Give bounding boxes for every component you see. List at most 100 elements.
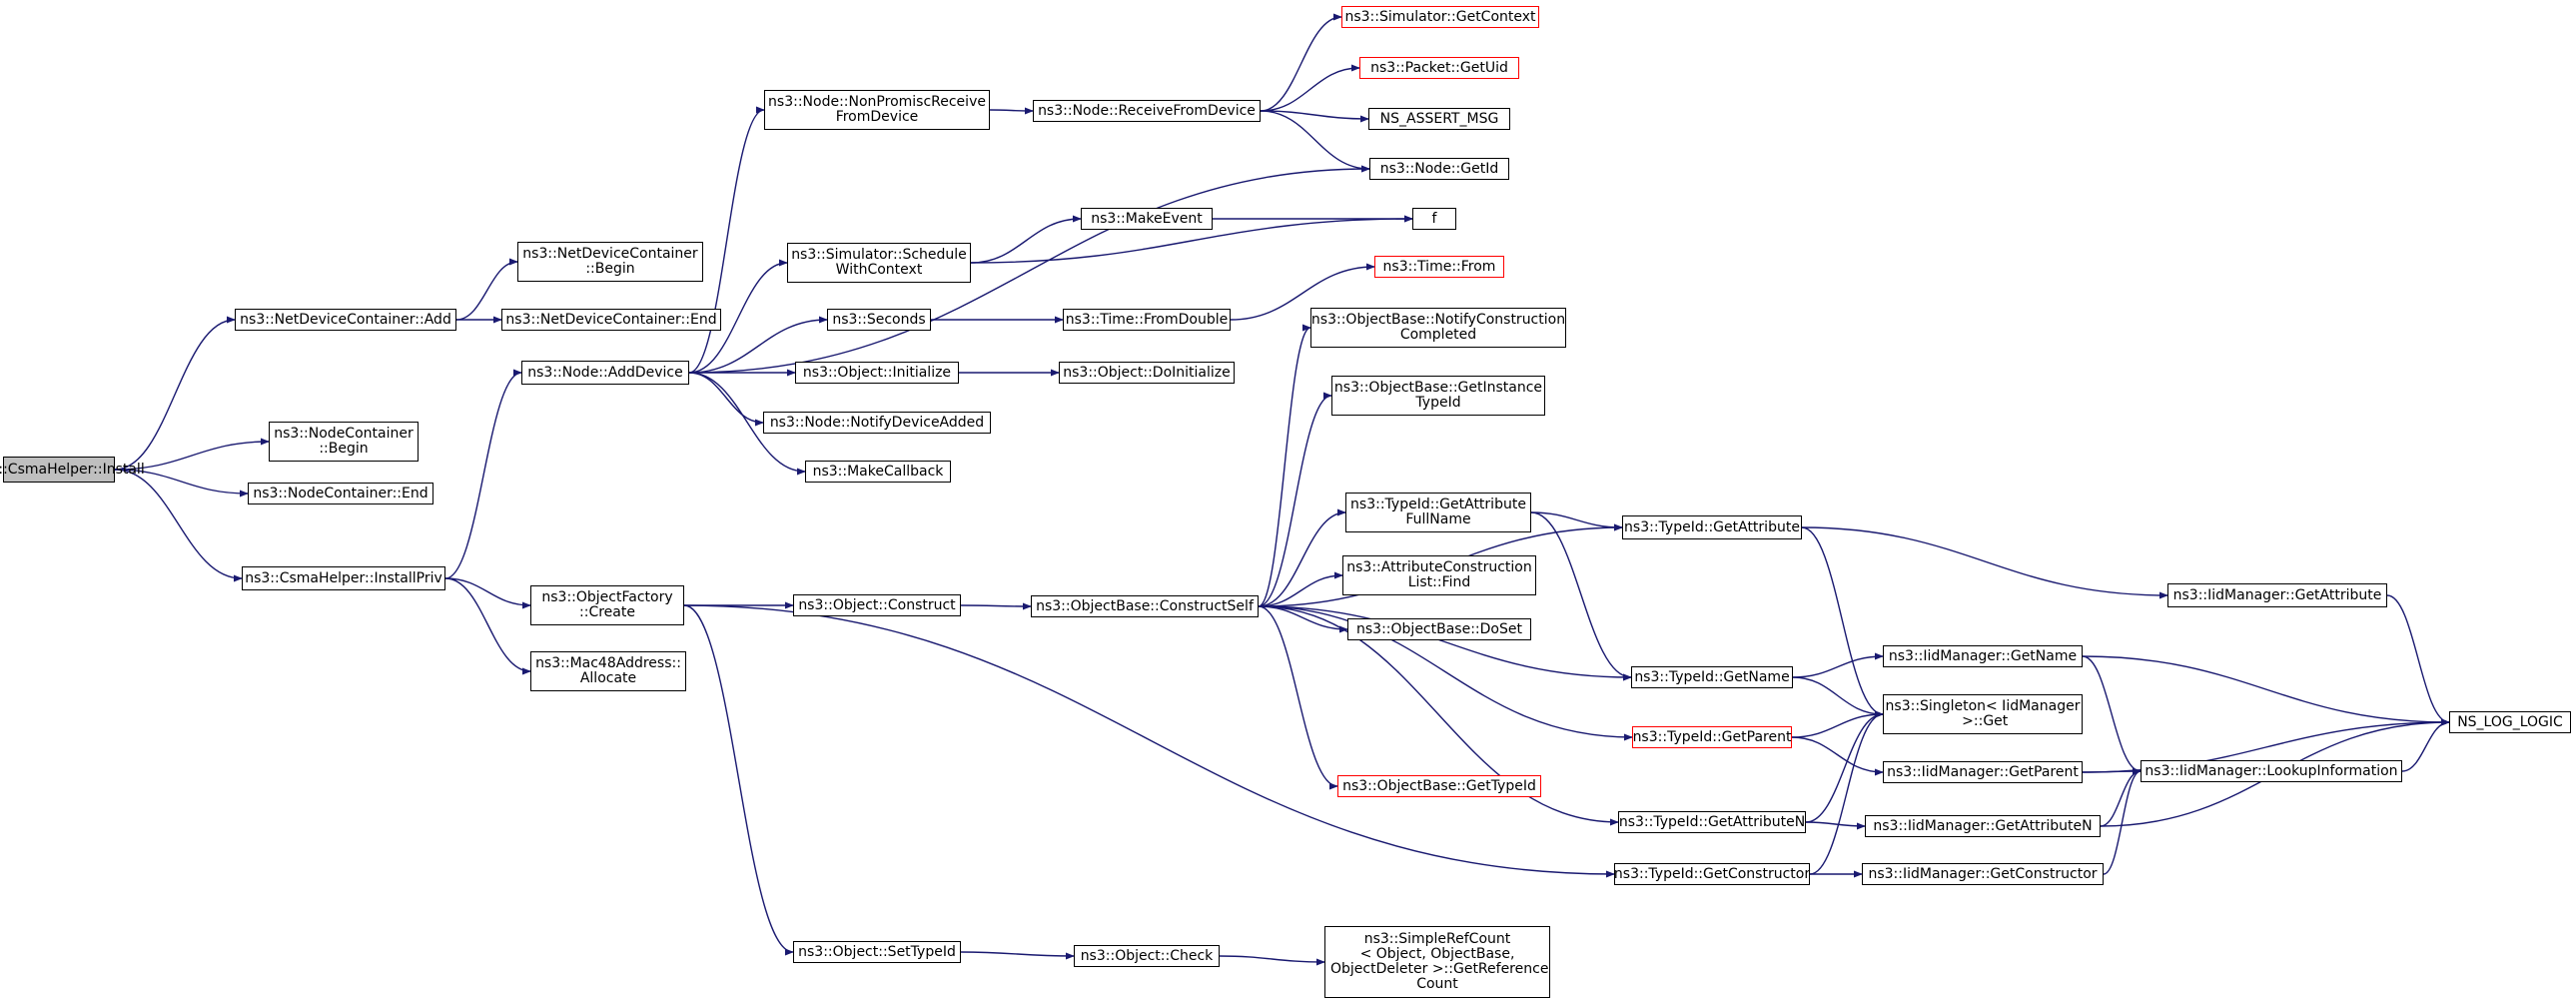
graph-node-n45[interactable]: ns3::IidManager::GetAttributeN <box>1865 815 2101 837</box>
graph-node-n28[interactable]: f <box>1412 208 1456 230</box>
edge-n22-n33 <box>1258 571 1343 607</box>
edge-n32-n38 <box>1530 511 1632 681</box>
graph-node-n43[interactable]: ns3::Singleton< IidManager >::Get <box>1883 694 2083 734</box>
edge-n32-n37 <box>1530 511 1623 531</box>
edge-n22-n30 <box>1258 324 1311 607</box>
edge-n38-n42 <box>1792 652 1884 678</box>
edge-n39-n43 <box>1791 710 1884 738</box>
graph-node-n5[interactable]: ns3::NetDeviceContainer ::Begin <box>517 242 703 282</box>
edge-n10-n18 <box>989 107 1034 115</box>
edge-n7-n10 <box>688 106 765 374</box>
graph-node-n14[interactable]: ns3::Node::NotifyDeviceAdded <box>763 412 991 434</box>
graph-node-n41[interactable]: ns3::TypeId::GetConstructor <box>1614 863 1810 885</box>
edge-n0-n3 <box>114 469 249 498</box>
graph-node-n44[interactable]: ns3::IidManager::GetParent <box>1883 761 2083 783</box>
graph-node-n2[interactable]: ns3::NodeContainer ::Begin <box>269 422 419 462</box>
graph-node-n31[interactable]: ns3::ObjectBase::GetInstance TypeId <box>1331 376 1545 416</box>
graph-node-n17[interactable]: ns3::Object::SetTypeId <box>793 941 961 963</box>
edge-n18-n24 <box>1260 13 1342 112</box>
edge-n8-n17 <box>683 604 794 956</box>
graph-node-n32[interactable]: ns3::TypeId::GetAttribute FullName <box>1345 493 1531 532</box>
edge-n40-n45 <box>1805 821 1866 830</box>
graph-node-n27[interactable]: ns3::Node::GetId <box>1369 158 1509 180</box>
edge-n38-n43 <box>1792 676 1884 718</box>
graph-node-n48[interactable]: ns3::IidManager::LookupInformation <box>2141 760 2402 782</box>
edge-n22-n35 <box>1258 605 1338 790</box>
edge-n47-n49 <box>2386 594 2450 726</box>
graph-node-n36[interactable]: ns3::SimpleRefCount < Object, ObjectBase… <box>1324 926 1550 998</box>
edge-n45-n48 <box>2100 767 2142 827</box>
graph-node-n7[interactable]: ns3::Node::AddDevice <box>521 361 689 385</box>
edge-n11-n19 <box>970 215 1082 264</box>
edge-n17-n23 <box>960 951 1075 960</box>
edge-n7-n27 <box>688 165 1370 374</box>
edge-n41-n43 <box>1809 710 1884 875</box>
edge-n0-n4 <box>114 469 243 582</box>
graph-node-n4[interactable]: ns3::CsmaHelper::InstallPriv <box>242 566 445 590</box>
graph-node-n19[interactable]: ns3::MakeEvent <box>1081 208 1213 230</box>
graph-node-n13[interactable]: ns3::Object::Initialize <box>795 362 959 384</box>
graph-node-n22[interactable]: ns3::ObjectBase::ConstructSelf <box>1031 595 1259 617</box>
edge-n0-n2 <box>114 438 270 471</box>
graph-node-n18[interactable]: ns3::Node::ReceiveFromDevice <box>1033 100 1261 122</box>
edge-n7-n12 <box>688 316 828 374</box>
edge-n0-n1 <box>114 316 236 471</box>
graph-node-n15[interactable]: ns3::MakeCallback <box>805 461 951 483</box>
graph-node-n10[interactable]: ns3::Node::NonPromiscReceive FromDevice <box>764 90 990 130</box>
graph-node-n6[interactable]: ns3::NetDeviceContainer::End <box>501 309 721 331</box>
graph-node-n30[interactable]: ns3::ObjectBase::NotifyConstruction Comp… <box>1310 308 1566 348</box>
graph-node-n47[interactable]: ns3::IidManager::GetAttribute <box>2167 583 2387 607</box>
edge-n22-n31 <box>1258 392 1332 607</box>
edge-n48-n49 <box>2401 718 2450 772</box>
graph-node-n40[interactable]: ns3::TypeId::GetAttributeN <box>1618 811 1806 833</box>
graph-node-n34[interactable]: ns3::ObjectBase::DoSet <box>1347 618 1531 640</box>
graph-node-n20[interactable]: ns3::Time::FromDouble <box>1063 309 1231 331</box>
edge-n39-n44 <box>1791 736 1884 776</box>
edge-n7-n11 <box>688 259 788 374</box>
edge-n16-n22 <box>960 602 1032 610</box>
edge-n18-n25 <box>1260 64 1360 112</box>
graph-node-n46[interactable]: ns3::IidManager::GetConstructor <box>1862 863 2104 885</box>
edge-n11-n28 <box>970 215 1413 264</box>
edge-n22-n40 <box>1258 605 1619 826</box>
edge-n18-n26 <box>1260 110 1369 123</box>
edge-n40-n43 <box>1805 710 1884 823</box>
graph-node-n16[interactable]: ns3::Object::Construct <box>793 594 961 616</box>
graph-node-n9[interactable]: ns3::Mac48Address:: Allocate <box>530 651 686 691</box>
graph-node-n35[interactable]: ns3::ObjectBase::GetTypeId <box>1337 775 1541 797</box>
edge-n23-n36 <box>1219 955 1325 966</box>
graph-node-n39[interactable]: ns3::TypeId::GetParent <box>1632 726 1792 748</box>
graph-node-n38[interactable]: ns3::TypeId::GetName <box>1631 666 1793 688</box>
edge-n37-n43 <box>1801 526 1884 718</box>
edge-n20-n29 <box>1230 263 1375 321</box>
graph-node-n37[interactable]: ns3::TypeId::GetAttribute <box>1622 515 1802 539</box>
graph-node-n3[interactable]: ns3::NodeContainer::End <box>248 483 433 504</box>
edge-n22-n38 <box>1258 605 1632 681</box>
graph-node-n33[interactable]: ns3::AttributeConstruction List::Find <box>1342 555 1536 595</box>
edge-n7-n15 <box>688 372 806 476</box>
graph-node-n1[interactable]: ns3::NetDeviceContainer::Add <box>235 309 456 331</box>
edge-n18-n27 <box>1260 110 1370 173</box>
edge-n37-n47 <box>1801 526 2168 599</box>
edge-n22-n39 <box>1258 605 1633 741</box>
graph-node-n8[interactable]: ns3::ObjectFactory ::Create <box>530 585 684 625</box>
edge-n7-n14 <box>688 372 764 427</box>
edge-n46-n48 <box>2103 767 2142 875</box>
graph-node-n21[interactable]: ns3::Object::DoInitialize <box>1059 362 1235 384</box>
graph-node-n0: ns3::CsmaHelper::Install <box>0 457 145 483</box>
graph-node-n11[interactable]: ns3::Simulator::Schedule WithContext <box>787 243 971 283</box>
graph-node-n49[interactable]: NS_LOG_LOGIC <box>2449 711 2571 733</box>
graph-node-n23[interactable]: ns3::Object::Check <box>1074 945 1220 967</box>
graph-node-n25[interactable]: ns3::Packet::GetUid <box>1359 57 1519 79</box>
graph-node-n12[interactable]: ns3::Seconds <box>827 309 931 331</box>
graph-node-n26[interactable]: NS_ASSERT_MSG <box>1368 108 1510 130</box>
graph-node-n24[interactable]: ns3::Simulator::GetContext <box>1341 6 1539 28</box>
edge-n4-n9 <box>444 577 531 675</box>
graph-node-n29[interactable]: ns3::Time::From <box>1374 256 1504 278</box>
edge-n8-n41 <box>683 604 1615 878</box>
graph-node-n42[interactable]: ns3::IidManager::GetName <box>1883 645 2083 667</box>
edge-n1-n5 <box>455 258 518 321</box>
edge-n4-n7 <box>444 369 522 579</box>
